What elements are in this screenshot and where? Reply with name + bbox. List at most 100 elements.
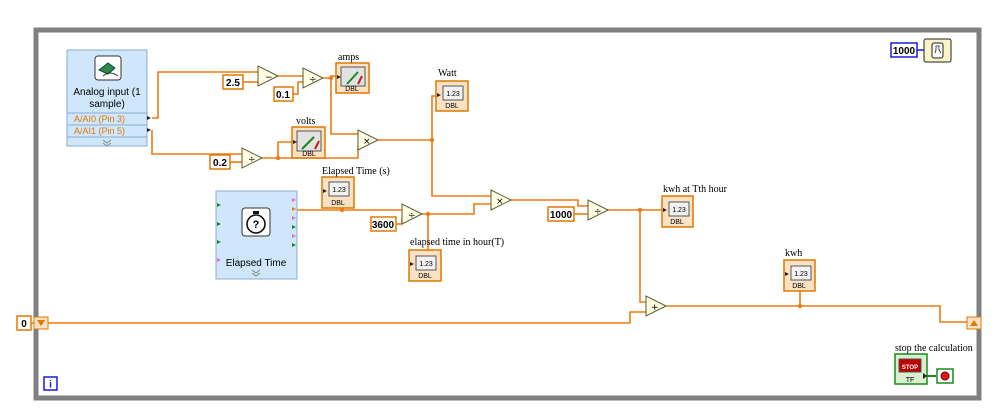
down-arrow-icon	[37, 320, 45, 326]
iteration-terminal[interactable]: i	[43, 376, 58, 391]
constant-offset[interactable]: 2.5	[222, 74, 244, 90]
wire-ai1	[151, 130, 242, 155]
wire-kwh-t-down	[639, 210, 646, 303]
svg-text:?: ?	[253, 219, 260, 231]
stop-label: stop the calculation	[895, 343, 973, 354]
svg-text:DBL: DBL	[331, 200, 345, 207]
svg-text:0.2: 0.2	[213, 158, 227, 169]
svg-text:0.1: 0.1	[276, 90, 290, 101]
elapsed-hour-label: elapsed time in hour(T)	[410, 237, 504, 248]
divide-node-amps[interactable]: ÷	[302, 67, 325, 89]
wire-volts-div	[262, 141, 293, 159]
subtract-node[interactable]: −	[257, 65, 280, 87]
elapsed-seconds-indicator[interactable]: Elapsed Time (s) 1.23 DBL	[321, 166, 390, 209]
loop-condition-terminal[interactable]	[936, 368, 954, 384]
svg-text:÷: ÷	[408, 211, 416, 221]
constant-watts-per-kw[interactable]: 1000	[547, 206, 575, 222]
elapsed-time-terminals[interactable]	[217, 198, 296, 262]
svg-text:DBL: DBL	[670, 219, 684, 226]
svg-text:÷: ÷	[594, 207, 602, 217]
svg-text:DBL: DBL	[445, 103, 459, 110]
svg-text:i: i	[49, 380, 52, 391]
kwh-label: kwh	[785, 248, 802, 259]
svg-text:1.23: 1.23	[446, 91, 460, 98]
svg-text:−: −	[265, 73, 273, 83]
wait-ms-constant: 1000	[893, 46, 916, 57]
wire-3600	[396, 218, 403, 225]
expand-chevron-icon[interactable]	[251, 269, 261, 277]
svg-text:DBL: DBL	[302, 151, 316, 158]
svg-text:×: ×	[363, 137, 371, 147]
analog-input-title-2: sample)	[89, 99, 125, 110]
svg-text:1.23: 1.23	[672, 207, 686, 214]
stop-control[interactable]: stop the calculation STOP TF	[894, 343, 973, 385]
volts-label: volts	[296, 116, 316, 127]
divide-node-volts[interactable]: ÷	[241, 147, 264, 169]
while-loop-frame[interactable]	[33, 27, 982, 401]
svg-text:×: ×	[496, 197, 504, 207]
kwh-indicator[interactable]: kwh 1.23 DBL	[783, 248, 816, 292]
svg-text:1000: 1000	[550, 210, 573, 221]
svg-text:0: 0	[21, 319, 27, 330]
divide-node-kwh[interactable]: ÷	[587, 199, 610, 221]
divide-node-hour[interactable]: ÷	[401, 203, 424, 225]
elapsed-hour-indicator[interactable]: elapsed time in hour(T) 1.23 DBL	[408, 237, 504, 282]
multiply-node-watt[interactable]: ×	[357, 129, 380, 151]
wire-watt	[378, 95, 438, 141]
svg-text:2.5: 2.5	[226, 78, 240, 89]
svg-text:+: +	[651, 303, 659, 313]
svg-text:DBL: DBL	[792, 283, 806, 290]
metronome-icon	[931, 42, 944, 59]
wait-timer[interactable]: 1000	[890, 38, 952, 63]
wire-amps-mult	[330, 78, 358, 135]
elapsed-time-vi[interactable]: ? Elapsed Time	[215, 190, 298, 280]
stop-if-true-icon	[940, 371, 950, 381]
svg-text:TF: TF	[906, 377, 915, 384]
stopwatch-icon: ?	[241, 207, 271, 237]
amps-indicator[interactable]: amps DBL	[335, 52, 370, 94]
up-arrow-icon	[970, 320, 978, 326]
svg-text:1.23: 1.23	[794, 271, 808, 278]
wire-add-out	[666, 305, 968, 323]
shift-register-right[interactable]	[966, 316, 982, 330]
watt-indicator[interactable]: Watt 1.23 DBL	[435, 68, 469, 112]
svg-text:1.23: 1.23	[332, 187, 346, 194]
svg-text:÷: ÷	[248, 155, 256, 165]
constant-amps-divisor[interactable]: 0.1	[273, 86, 294, 102]
svg-text:1.23: 1.23	[419, 261, 433, 268]
wire-wh	[511, 199, 588, 207]
kwh-at-t-label: kwh at Tth hour	[663, 184, 728, 195]
wire-hour-mult	[428, 203, 492, 215]
expand-chevron-icon[interactable]	[102, 139, 112, 147]
analog-input-title-1: Analog input (1	[73, 87, 141, 98]
shift-register-init[interactable]: 0	[16, 315, 36, 331]
svg-text:DBL: DBL	[418, 273, 432, 280]
svg-text:3600: 3600	[372, 220, 395, 231]
svg-text:DBL: DBL	[345, 86, 359, 93]
gauge-needle-icon	[301, 136, 315, 150]
constant-volts-divisor[interactable]: 0.2	[209, 154, 231, 170]
analog-input-pin-ai0[interactable]: A/AI0 (Pin 3)	[74, 114, 125, 124]
shift-register-left[interactable]	[33, 316, 49, 330]
daq-icon	[94, 55, 122, 81]
watt-label: Watt	[438, 68, 457, 79]
wire-shift-left	[48, 311, 646, 324]
svg-text:÷: ÷	[309, 75, 317, 85]
elapsed-time-title: Elapsed Time	[226, 258, 287, 269]
elapsed-seconds-label: Elapsed Time (s)	[322, 166, 390, 177]
kwh-at-t-indicator[interactable]: kwh at Tth hour 1.23 DBL	[661, 184, 728, 228]
analog-input-pin-ai1[interactable]: A/AI1 (Pin 5)	[74, 126, 125, 136]
multiply-node-wh[interactable]: ×	[490, 189, 513, 211]
wire-hour	[422, 213, 429, 254]
constant-seconds-per-hour[interactable]: 3600	[370, 216, 397, 232]
svg-text:STOP: STOP	[902, 365, 918, 371]
volts-indicator[interactable]: volts DBL	[291, 116, 326, 159]
wire-junctions	[275, 75, 803, 309]
analog-input-vi[interactable]: Analog input (1 sample) A/AI0 (Pin 3) A/…	[66, 49, 151, 147]
wire-0p1	[293, 81, 303, 95]
add-node[interactable]: +	[645, 295, 668, 317]
amps-label: amps	[338, 52, 359, 63]
gauge-needle-icon	[346, 71, 359, 85]
wire-ai0	[152, 71, 258, 119]
